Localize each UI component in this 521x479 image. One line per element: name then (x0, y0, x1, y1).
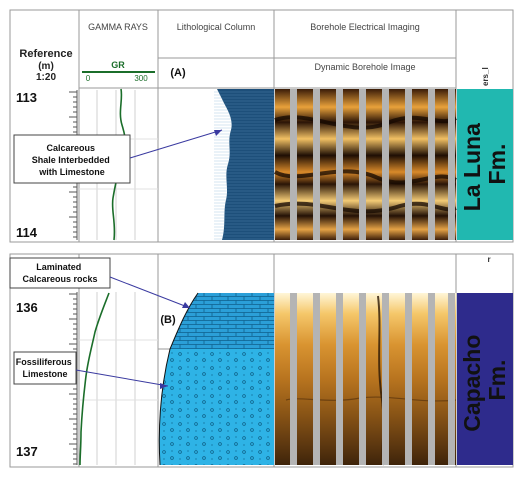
image-pad-gap (382, 89, 389, 240)
image-pad-gap (405, 89, 412, 240)
borehole-imaging-title: Borehole Electrical Imaging (310, 22, 420, 32)
image-pad-gap (313, 89, 320, 240)
annotation-shale-text: Calcareous Shale Interbedded with Limest… (32, 143, 113, 177)
annotation-shale-box (13, 134, 131, 184)
shale-lithology-body (217, 89, 274, 240)
image-pad-gap (359, 293, 366, 465)
depth-label-137: 137 (16, 444, 38, 459)
image-pad-gap (336, 89, 343, 240)
annotation-fossiliferous-box (13, 351, 77, 385)
gamma-rays-title: GAMMA RAYS (88, 22, 148, 32)
arrow-head (160, 383, 168, 389)
image-pad-gaps (290, 293, 455, 465)
laminated-limestone-body (170, 293, 274, 349)
gamma-grid-b (79, 292, 158, 465)
panel-b-label: (B) (160, 314, 176, 326)
image-pad-gaps (290, 89, 455, 240)
formation-capacho-label: Capacho Fm. (459, 328, 510, 432)
annotation-laminated-arrow (109, 276, 191, 309)
formation-la-luna-label: La Luna Fm. (459, 117, 510, 212)
annotation-laminated-text: Laminated Calcareous rocks (22, 262, 97, 284)
dynamic-image-title: Dynamic Borehole Image (314, 62, 415, 72)
image-pad-gap (428, 293, 435, 465)
depth-label-114: 114 (16, 225, 38, 240)
formation-capacho-box (457, 293, 513, 465)
image-pad-gap (313, 293, 320, 465)
image-pad-gap (336, 293, 343, 465)
fossiliferous-limestone-body (159, 349, 274, 465)
gr-scale-max: 300 (134, 74, 148, 83)
image-pad-gap (448, 89, 455, 240)
arrow-head (214, 130, 222, 136)
lithology-boundary (158, 292, 199, 466)
panel-a-label: (A) (170, 67, 186, 79)
reference-title: Reference (19, 48, 72, 60)
gr-curve-b (79, 292, 110, 466)
reference-scale: 1:20 (36, 72, 56, 83)
panel-b: r 136 137 (B) Capacho Fm. (9, 253, 514, 468)
image-pad-gap (382, 293, 389, 465)
image-pad-gap (290, 293, 297, 465)
annotation-laminated-box (9, 257, 111, 289)
depth-label-113: 113 (16, 90, 37, 105)
last-track-title-lower: r (487, 255, 490, 264)
panel-a: Reference (m) 1:20 GAMMA RAYS GR 0 300 L… (9, 9, 514, 243)
depth-label-136: 136 (16, 300, 38, 315)
formation-la-luna-box (457, 89, 513, 240)
annotation-shale-arrow (129, 129, 223, 159)
reference-unit: (m) (38, 61, 54, 72)
image-pad-gap (405, 293, 412, 465)
image-pad-gap (359, 89, 366, 240)
gr-curve-label: GR (111, 60, 125, 70)
annotation-fossiliferous-text: Fossiliferous Limestone (16, 357, 75, 379)
last-track-title: ers_I (481, 67, 490, 86)
lithological-column-title: Lithological Column (177, 22, 256, 32)
annotation-fossiliferous-arrow (75, 369, 169, 387)
arrow-head (182, 302, 190, 308)
image-pad-gap (448, 293, 455, 465)
image-pad-gap (428, 89, 435, 240)
image-pad-gap (290, 89, 297, 240)
gr-scale-min: 0 (86, 74, 91, 83)
